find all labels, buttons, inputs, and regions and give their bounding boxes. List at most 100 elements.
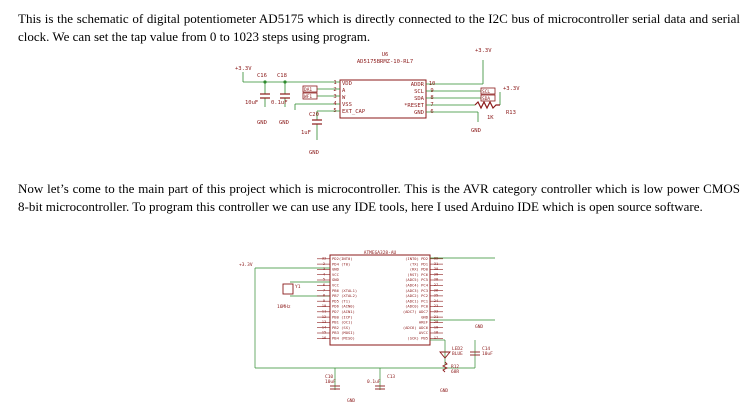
u4-part: ATMEGA328-AU xyxy=(364,250,397,256)
c20-label: C20 xyxy=(309,112,319,118)
u6-pin-name: *RESET xyxy=(404,103,425,109)
u6-pin-name: A xyxy=(342,88,346,94)
u4-pin-name: GND xyxy=(332,277,340,282)
crystal-value: 16MHz xyxy=(277,304,291,310)
c16-label: C16 xyxy=(257,73,267,79)
u4-pin-number: 12 xyxy=(322,314,327,319)
u4-pin-number: 21 xyxy=(434,314,439,319)
u4-pin-name: PB7 (XTAL2) xyxy=(332,293,357,298)
u4-pin-number: 31 xyxy=(434,261,439,266)
u6-pin-name: SCL xyxy=(414,89,425,95)
u6-ref: U6 xyxy=(382,52,389,58)
u6-pin-name: VDD xyxy=(342,81,352,87)
schematic-ad5175: U6 AD5175BRMZ-10-RL7 +3.3V +3.3V +3.3V C… xyxy=(225,42,525,162)
u4-pin-name: PB4 (MISO) xyxy=(332,336,355,341)
u4-pin-name: (ADC3) PC3 xyxy=(405,288,428,293)
u4-pin-number: 24 xyxy=(434,298,439,303)
u4-pin-number: 17 xyxy=(434,335,439,340)
u4-pin-number: 9 xyxy=(323,298,326,303)
u4-pin-number: 32 xyxy=(434,256,439,261)
u4-supply: +3.3V xyxy=(239,262,253,268)
u4-pin-number: 4 xyxy=(323,271,326,276)
u6-pin-number: 5 xyxy=(333,108,336,114)
u6-pin-number: 10 xyxy=(429,81,436,87)
u4-pin-number: 27 xyxy=(434,282,439,287)
u4-pin-number: 30 xyxy=(434,266,439,271)
u4-pin-number: 22 xyxy=(434,309,439,314)
u4-pin-number: 15 xyxy=(322,330,327,335)
u4-pin-number: 14 xyxy=(322,324,327,329)
schematic-atmega328: U4 ATMEGA328-AU +3.3V 16MHz Y1 GND C10 1… xyxy=(235,245,535,405)
u6-pin-number: 6 xyxy=(430,109,433,115)
gnd-led: GND xyxy=(440,388,448,394)
r13-label: R13 xyxy=(506,110,516,116)
r12-value: 68R xyxy=(451,369,459,375)
u4-pin-number: 18 xyxy=(434,330,439,335)
u6-pin-number: 4 xyxy=(333,101,337,107)
u4-pin-name: PD4 (T0) xyxy=(332,261,350,266)
net-scl: SCL xyxy=(482,89,490,95)
u4-pin-number: 2 xyxy=(323,261,325,266)
net-wf1: WF1 xyxy=(304,94,312,100)
u4-pin-number: 25 xyxy=(434,293,439,298)
u6-pin-name: ADDR xyxy=(411,82,425,88)
u4-pin-name: AVCC xyxy=(419,330,428,335)
u4-pin-name: (TX) PD1 xyxy=(410,261,429,266)
u4-pin-name: (ADC7) ADC7 xyxy=(403,309,428,314)
u6-pin-name: GND xyxy=(414,110,424,116)
u4-pin-name: (ADC2) PC2 xyxy=(405,293,428,298)
u4-pin-name: PB0 (ICP) xyxy=(332,314,353,319)
u4-pin-number: 28 xyxy=(434,277,439,282)
ic-body-u4 xyxy=(329,254,431,346)
c14-value: 10uF xyxy=(482,351,493,357)
u4-pin-name: PB2 (SS) xyxy=(332,325,350,330)
u6-pin-name: EXT_CAP xyxy=(342,109,366,115)
c14-label: C14 xyxy=(482,346,490,352)
u6-pin-number: 8 xyxy=(430,95,433,101)
u4-pin-number: 7 xyxy=(323,287,325,292)
gnd-u6: GND xyxy=(471,128,481,134)
gnd-aref: GND xyxy=(475,324,483,330)
u4-pin-number: 3 xyxy=(323,266,325,271)
u4-pin-number: 32 xyxy=(322,256,327,261)
r12-label: R12 xyxy=(451,364,459,370)
led-value: BLUE xyxy=(452,351,463,357)
c10-label: C10 xyxy=(325,374,333,380)
paragraph-ad5175: This is the schematic of digital potenti… xyxy=(18,11,740,44)
u4-pin-name: PB1 (OC1) xyxy=(332,320,353,325)
led-label: LED2 xyxy=(452,346,463,352)
c20-value: 1uF xyxy=(301,130,311,136)
u4-pin-number: 10 xyxy=(322,303,327,308)
u4-pin-name: (SCK) PB5 xyxy=(407,336,428,341)
u4-pin-number: 19 xyxy=(434,324,439,329)
u4-pin-name: (ADC6) ADC6 xyxy=(403,325,429,330)
u6-pin-name: VSS xyxy=(342,102,352,108)
u4-pin-name: GND xyxy=(332,267,340,272)
u4-pin-name: (ADC1) PC1 xyxy=(405,298,429,303)
ic-body-u6 xyxy=(339,79,427,119)
crystal-ref: Y1 xyxy=(295,284,301,290)
supply-left: +3.3V xyxy=(235,66,252,72)
u4-pin-number: 20 xyxy=(434,319,439,324)
u4-pin-name: AREF xyxy=(419,320,429,325)
c10-value: 10uF xyxy=(325,379,336,385)
u4-pin-name: (ADC5) PC5 xyxy=(405,277,428,282)
u6-pin-number: 2 xyxy=(333,87,336,93)
u6-part: AD5175BRMZ-10-RL7 xyxy=(357,59,413,65)
u4-pin-number: 29 xyxy=(434,271,439,276)
net-da1: DA1 xyxy=(304,87,312,93)
u4-pin-name: PD2(INT0) xyxy=(332,256,353,261)
c18-label: C18 xyxy=(277,73,287,79)
u4-pin-name: VCC xyxy=(332,272,339,277)
u4-pin-number: 16 xyxy=(322,335,327,340)
supply-top: +3.3V xyxy=(475,48,492,54)
u4-pin-name: (ADC4) PC4 xyxy=(405,283,429,288)
gnd-c16: GND xyxy=(257,120,267,126)
c13-label: C13 xyxy=(387,374,395,380)
u4-pin-number: 23 xyxy=(434,303,439,308)
u4-pin-name: GND xyxy=(421,314,429,319)
u4-pin-name: PD6 (AIN0) xyxy=(332,304,355,309)
u4-pin-name: (RST) PC6 xyxy=(407,272,428,277)
u4-pin-number: 26 xyxy=(434,287,439,292)
r13-value: 1K xyxy=(487,115,494,121)
